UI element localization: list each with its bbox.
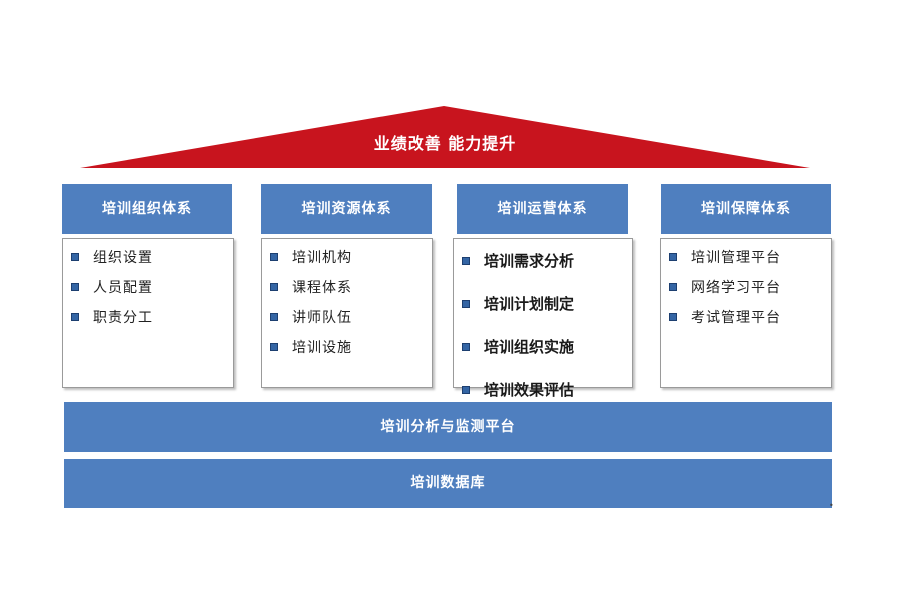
square-bullet-icon xyxy=(669,283,677,291)
square-bullet-icon xyxy=(270,253,278,261)
list-item: 考试管理平台 xyxy=(669,307,781,327)
pillar-body-operations: 培训需求分析 培训计划制定 培训组织实施 培训效果评估 xyxy=(453,238,633,399)
list-item-label: 培训需求分析 xyxy=(484,252,575,270)
roof-triangle xyxy=(80,106,810,168)
pillar-body-organization: 组织设置 人员配置 职责分工 xyxy=(62,238,234,388)
list-item-label: 培训机构 xyxy=(292,250,352,266)
list-item-label: 网络学习平台 xyxy=(691,280,781,296)
roof xyxy=(80,106,810,168)
list-item-label: 培训设施 xyxy=(292,340,352,356)
list-item-label: 培训组织实施 xyxy=(484,338,575,356)
corner-mark: • xyxy=(829,501,834,510)
list-item: 培训管理平台 xyxy=(669,247,781,267)
list-item-label: 培训计划制定 xyxy=(484,295,575,313)
list-item-label: 考试管理平台 xyxy=(691,310,781,326)
list-item-label: 组织设置 xyxy=(93,250,153,266)
list-item: 培训需求分析 xyxy=(462,250,574,271)
square-bullet-icon xyxy=(71,253,79,261)
square-bullet-icon xyxy=(669,313,677,321)
square-bullet-icon xyxy=(270,343,278,351)
list-item-label: 课程体系 xyxy=(292,280,352,296)
pillar-header-operations: 培训运营体系 xyxy=(457,184,628,234)
list-item: 讲师队伍 xyxy=(270,307,352,327)
pillar-header-resources: 培训资源体系 xyxy=(261,184,432,234)
square-bullet-icon xyxy=(462,385,470,394)
list-item: 培训机构 xyxy=(270,247,352,267)
analysis-platform-band: 培训分析与监测平台 xyxy=(64,402,832,452)
square-bullet-icon xyxy=(270,283,278,291)
square-bullet-icon xyxy=(71,283,79,291)
square-bullet-icon xyxy=(669,253,677,261)
roof-title: 业绩改善 能力提升 xyxy=(373,134,517,153)
square-bullet-icon xyxy=(71,313,79,321)
square-bullet-icon xyxy=(462,299,470,308)
square-bullet-icon xyxy=(462,342,470,351)
square-bullet-icon xyxy=(270,313,278,321)
list-item: 组织设置 xyxy=(71,247,153,267)
list-item-label: 培训管理平台 xyxy=(691,250,781,266)
database-band: 培训数据库 xyxy=(64,459,832,508)
pillar-body-resources: 培训机构 课程体系 讲师队伍 培训设施 xyxy=(261,238,433,388)
list-item: 培训组织实施 xyxy=(462,336,574,357)
pillar-header-organization: 培训组织体系 xyxy=(62,184,232,234)
square-bullet-icon xyxy=(462,256,470,265)
pillar-header-support: 培训保障体系 xyxy=(661,184,831,234)
list-item: 培训设施 xyxy=(270,337,352,357)
list-item-label: 职责分工 xyxy=(93,310,153,326)
list-item-label: 讲师队伍 xyxy=(292,310,352,326)
list-item-label: 培训效果评估 xyxy=(484,381,575,399)
list-item: 培训计划制定 xyxy=(462,293,574,314)
list-item-label: 人员配置 xyxy=(93,280,153,296)
list-item: 网络学习平台 xyxy=(669,277,781,297)
list-item: 职责分工 xyxy=(71,307,153,327)
list-item: 课程体系 xyxy=(270,277,352,297)
list-item: 培训效果评估 xyxy=(462,379,574,400)
pillar-body-support: 培训管理平台 网络学习平台 考试管理平台 xyxy=(660,238,832,388)
list-item: 人员配置 xyxy=(71,277,153,297)
